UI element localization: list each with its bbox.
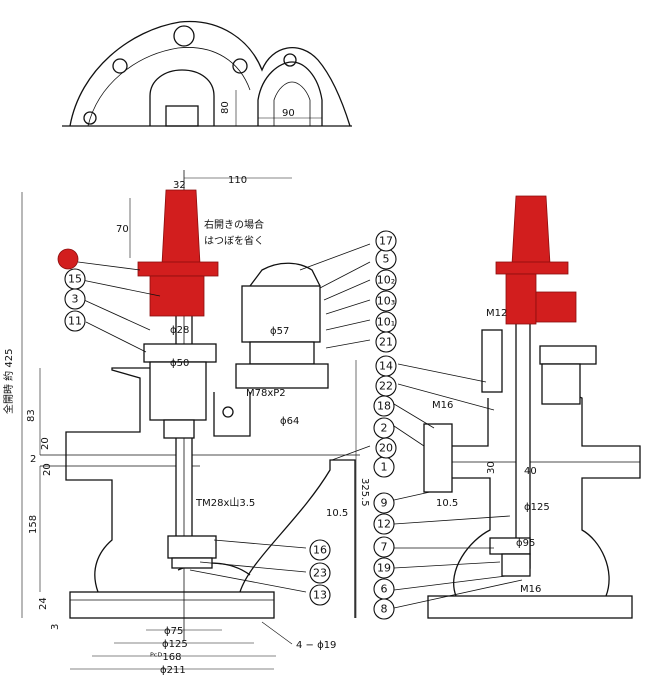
- side-dim-m12: M12: [486, 308, 507, 319]
- balloon-10₂: 10₂: [377, 274, 395, 287]
- dimensions: 110 32 70 ϕ28 ϕ50 ϕ57 M78xP2 ϕ64 TM28x山3…: [2, 175, 550, 676]
- balloon-layer: 1235678910₁10₂10₃11121314151617181920212…: [64, 230, 397, 620]
- side-dim-40: 40: [524, 466, 537, 477]
- side-dim-dia-95: ϕ95: [516, 538, 535, 549]
- side-dim-30: 30: [486, 461, 497, 474]
- balloon-15-circle: [64, 268, 86, 290]
- dim-m78: M78xP2: [246, 388, 286, 399]
- balloon-8-circle: [373, 598, 395, 620]
- dim-3: 3: [50, 624, 61, 630]
- balloon-9: 9: [381, 497, 388, 510]
- dim-dia-125: ϕ125: [162, 639, 188, 650]
- balloon-20-circle: [375, 437, 397, 459]
- side-handle-bar: [495, 261, 569, 275]
- front-section: [40, 170, 360, 640]
- side-dim-m16: M16: [432, 400, 453, 411]
- balloon-13-circle: [309, 584, 331, 606]
- balloon-21-circle: [375, 331, 397, 353]
- balloon-5: 5: [383, 253, 390, 266]
- balloon-10₃-circle: [375, 290, 397, 312]
- side-operating-nut: [511, 195, 551, 265]
- dim-20b: 20: [42, 463, 53, 476]
- side-dim-dia-125: ϕ125: [524, 502, 550, 513]
- dim-20a: 20: [40, 437, 51, 450]
- side-view: [423, 195, 641, 619]
- balloon-20: 20: [379, 442, 393, 455]
- dim-dia-57: ϕ57: [270, 326, 289, 337]
- balloon-15: 15: [68, 273, 82, 286]
- balloon-14: 14: [379, 360, 393, 373]
- dim-dia-75: ϕ75: [164, 626, 183, 637]
- balloon-18: 18: [377, 400, 391, 413]
- balloon-1: 1: [381, 461, 388, 474]
- balloon-6: 6: [381, 583, 388, 596]
- balloon-10₃: 10₃: [377, 295, 395, 308]
- note-line-2: はつぼを省く: [204, 234, 264, 247]
- balloon-22: 22: [379, 380, 393, 393]
- dim-dia-64: ϕ64: [280, 416, 299, 427]
- note-line-1: 右開きの場合: [204, 218, 264, 231]
- balloon-21: 21: [379, 336, 393, 349]
- dim-tm28: TM28x山3.5: [195, 497, 255, 509]
- balloon-4: [57, 248, 79, 270]
- dim-dia-28: ϕ28: [170, 325, 189, 336]
- dim-pcd-168: ᴾᶜᴰ168: [150, 652, 181, 663]
- balloon-7: 7: [381, 541, 388, 554]
- top-height-label: 80: [220, 101, 231, 114]
- operating-nut: [161, 189, 201, 265]
- balloon-8: 8: [381, 603, 388, 616]
- balloon-10₂-circle: [375, 269, 397, 291]
- balloon-23-circle: [309, 562, 331, 584]
- balloon-19-circle: [373, 557, 395, 579]
- dim-70: 70: [116, 224, 129, 235]
- balloon-3: 3: [72, 293, 79, 306]
- dim-83: 83: [26, 409, 37, 422]
- balloon-19: 19: [377, 562, 391, 575]
- dim-overall-425: 全開時 約 425: [2, 349, 15, 414]
- dim-325-5: 325.5: [359, 478, 370, 507]
- balloon-16: 16: [313, 544, 327, 557]
- side-gland-cap: [505, 273, 537, 325]
- side-lever-block: [535, 291, 577, 323]
- balloon-11: 11: [68, 315, 82, 328]
- balloon-9-circle: [373, 492, 395, 514]
- balloon-7-circle: [373, 536, 395, 558]
- top-width-label: 90: [282, 108, 295, 119]
- dim-24: 24: [38, 597, 49, 610]
- dim-dia-50: ϕ50: [170, 358, 189, 369]
- dim-dia-211: ϕ211: [160, 665, 186, 676]
- balloon-12: 12: [377, 518, 391, 531]
- side-dim-10-5: 10.5: [436, 498, 458, 509]
- balloon-10₁: 10₁: [377, 316, 395, 329]
- top-view: 80 90: [62, 20, 352, 127]
- dim-32: 32: [173, 180, 186, 191]
- dim-158: 158: [28, 515, 39, 534]
- dim-110: 110: [228, 175, 247, 186]
- balloon-2: 2: [381, 422, 388, 435]
- balloon-13: 13: [313, 589, 327, 602]
- balloon-16-circle: [309, 539, 331, 561]
- dim-2: 2: [30, 454, 36, 465]
- balloon-17-circle: [375, 230, 397, 252]
- balloon-12-circle: [373, 513, 395, 535]
- part-balloons: [81, 243, 523, 609]
- balloon-22-circle: [375, 375, 397, 397]
- balloon-17: 17: [379, 235, 393, 248]
- dim-holes: 4 − ϕ19: [296, 640, 336, 651]
- balloon-23: 23: [313, 567, 327, 580]
- balloon-11-circle: [64, 310, 86, 332]
- handle-bar: [137, 261, 219, 277]
- dim-10-5: 10.5: [326, 508, 348, 519]
- side-dim-m16b: M16: [520, 584, 541, 595]
